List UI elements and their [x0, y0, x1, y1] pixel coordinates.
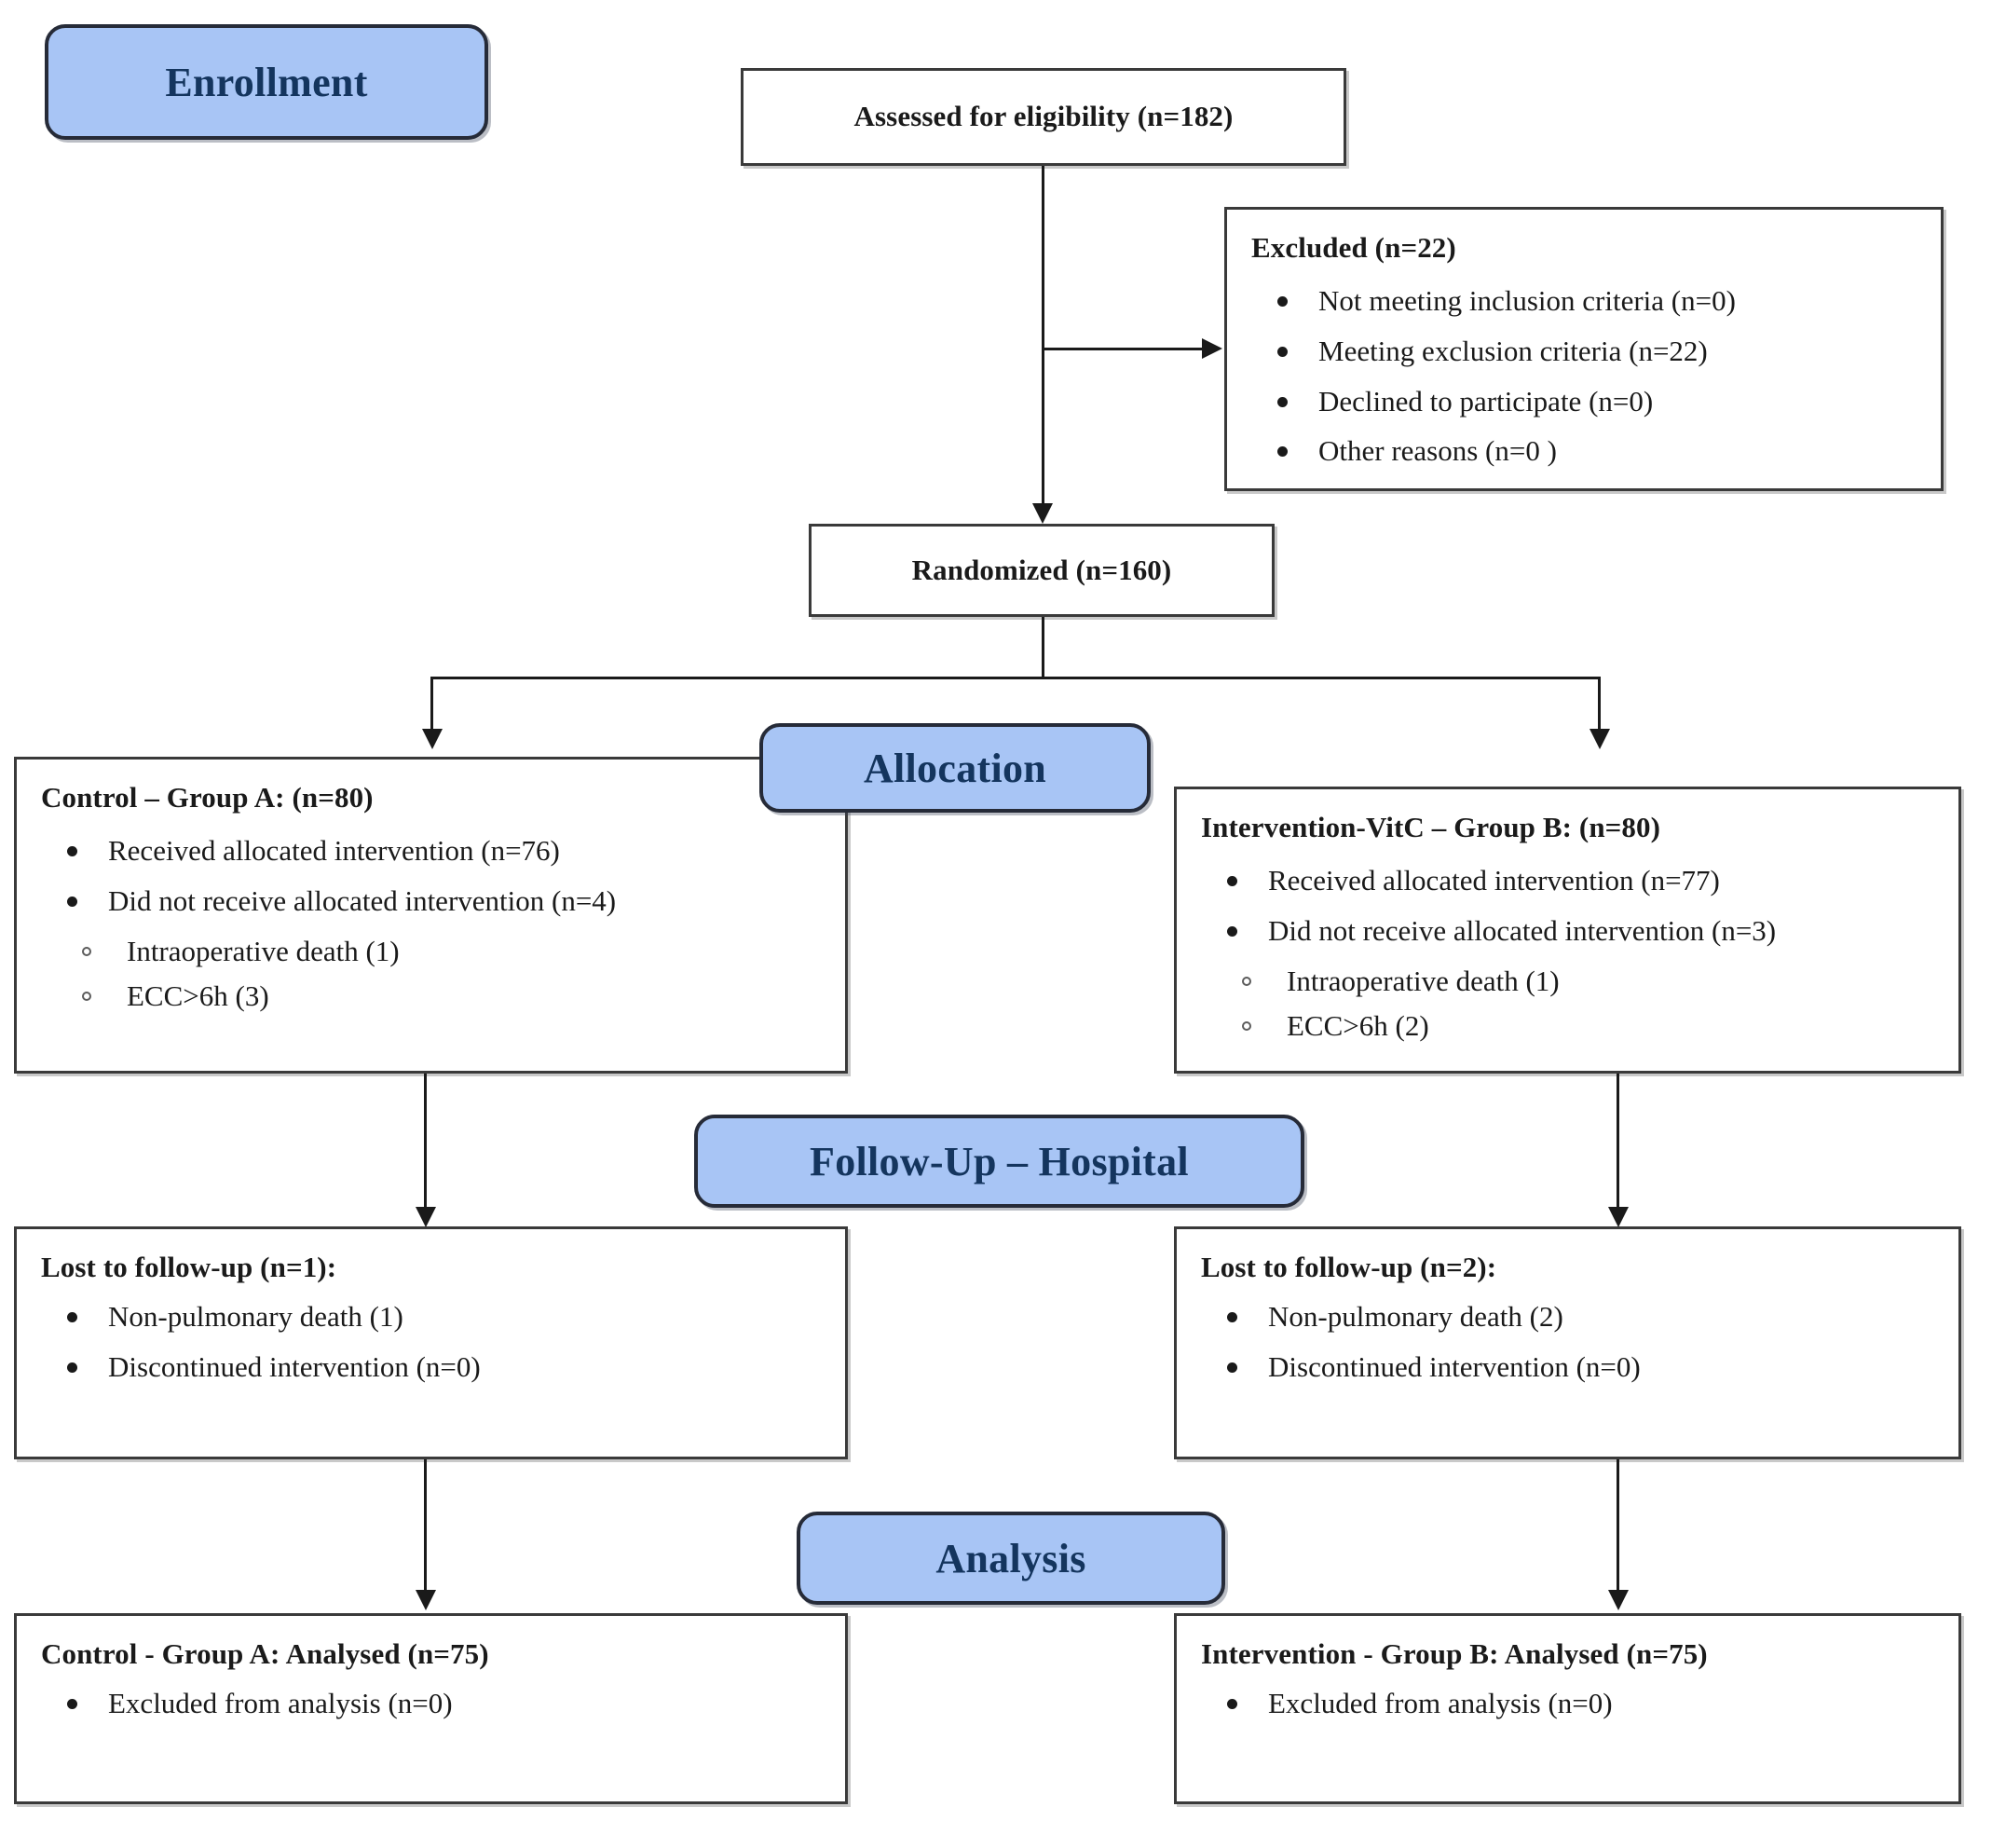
node-followup-control-group-a: Lost to follow-up (n=1): Non-pulmonary d…: [14, 1226, 848, 1459]
connector-allocation-left-drop: [430, 677, 433, 734]
connector-assessed-to-randomized: [1042, 166, 1044, 517]
node-analysis-intervention-list: Excluded from analysis (n=0): [1201, 1682, 1934, 1725]
arrow-into-alloc-left: [422, 729, 443, 749]
node-allocation-intervention-list: Received allocated intervention (n=77) D…: [1201, 859, 1934, 952]
node-followup-control-title: Lost to follow-up (n=1):: [41, 1251, 337, 1283]
node-analysis-control-list: Excluded from analysis (n=0): [41, 1682, 821, 1725]
node-allocation-control-group-a: Control – Group A: (n=80) Received alloc…: [14, 757, 848, 1074]
node-allocation-intervention-sublist: Intraoperative death (1) ECC>6h (2): [1201, 960, 1934, 1048]
arrow-into-randomized: [1032, 503, 1053, 524]
node-analysis-intervention-group-b: Intervention - Group B: Analysed (n=75) …: [1174, 1613, 1961, 1804]
node-analysis-control-title: Control - Group A: Analysed (n=75): [41, 1637, 489, 1670]
stage-badge-enrollment-label: Enrollment: [165, 59, 368, 105]
node-allocation-control-sublist: Intraoperative death (1) ECC>6h (3): [41, 930, 821, 1019]
arrow-into-alloc-right: [1590, 729, 1610, 749]
list-item: ECC>6h (2): [1201, 1005, 1934, 1048]
node-followup-control-list: Non-pulmonary death (1) Discontinued int…: [41, 1295, 821, 1389]
node-randomized-title: Randomized (n=160): [911, 553, 1172, 586]
node-assessed-for-eligibility: Assessed for eligibility (n=182): [741, 68, 1346, 166]
list-item: Excluded from analysis (n=0): [1201, 1682, 1934, 1725]
connector-alloc-right-to-followup: [1617, 1074, 1619, 1221]
node-allocation-intervention-group-b: Intervention-VitC – Group B: (n=80) Rece…: [1174, 787, 1961, 1074]
arrow-into-analysis-left: [416, 1590, 436, 1610]
list-item: Not meeting inclusion criteria (n=0): [1251, 280, 1917, 322]
arrow-into-followup-right: [1608, 1207, 1629, 1227]
connector-followup-left-to-analysis: [424, 1459, 427, 1604]
node-assessed-for-eligibility-title: Assessed for eligibility (n=182): [853, 100, 1234, 133]
list-item: Excluded from analysis (n=0): [41, 1682, 821, 1725]
node-followup-intervention-title: Lost to follow-up (n=2):: [1201, 1251, 1497, 1283]
connector-randomized-stem: [1042, 617, 1044, 678]
list-item: Non-pulmonary death (2): [1201, 1295, 1934, 1338]
list-item: Intraoperative death (1): [41, 930, 821, 974]
node-allocation-control-title: Control – Group A: (n=80): [41, 781, 374, 814]
node-allocation-intervention-title: Intervention-VitC – Group B: (n=80): [1201, 811, 1661, 843]
list-item: Non-pulmonary death (1): [41, 1295, 821, 1338]
list-item: ECC>6h (3): [41, 975, 821, 1019]
node-analysis-control-group-a: Control - Group A: Analysed (n=75) Exclu…: [14, 1613, 848, 1804]
list-item: Intraoperative death (1): [1201, 960, 1934, 1004]
stage-badge-analysis: Analysis: [797, 1512, 1225, 1605]
list-item: Discontinued intervention (n=0): [41, 1346, 821, 1389]
stage-badge-analysis-label: Analysis: [935, 1535, 1086, 1581]
connector-alloc-left-to-followup: [424, 1074, 427, 1221]
node-followup-intervention-group-b: Lost to follow-up (n=2): Non-pulmonary d…: [1174, 1226, 1961, 1459]
node-excluded: Excluded (n=22) Not meeting inclusion cr…: [1224, 207, 1944, 491]
list-item: Discontinued intervention (n=0): [1201, 1346, 1934, 1389]
connector-followup-right-to-analysis: [1617, 1459, 1619, 1604]
stage-badge-followup-label: Follow-Up – Hospital: [810, 1138, 1189, 1184]
node-excluded-title: Excluded (n=22): [1251, 231, 1456, 264]
arrow-into-followup-left: [416, 1207, 436, 1227]
list-item: Did not receive allocated intervention (…: [41, 880, 821, 923]
node-excluded-reason-list: Not meeting inclusion criteria (n=0) Mee…: [1251, 280, 1917, 473]
stage-badge-allocation-label: Allocation: [863, 745, 1047, 791]
stage-badge-followup: Follow-Up – Hospital: [694, 1115, 1304, 1208]
list-item: Meeting exclusion criteria (n=22): [1251, 330, 1917, 373]
list-item: Declined to participate (n=0): [1251, 380, 1917, 423]
node-allocation-control-list: Received allocated intervention (n=76) D…: [41, 829, 821, 923]
node-analysis-intervention-title: Intervention - Group B: Analysed (n=75): [1201, 1637, 1708, 1670]
arrow-into-excluded: [1202, 338, 1222, 359]
list-item: Did not receive allocated intervention (…: [1201, 910, 1934, 952]
stage-badge-enrollment: Enrollment: [45, 24, 488, 140]
list-item: Received allocated intervention (n=77): [1201, 859, 1934, 902]
connector-allocation-right-drop: [1598, 677, 1601, 734]
connector-assessed-to-excluded: [1042, 348, 1215, 350]
stage-badge-allocation: Allocation: [759, 723, 1151, 813]
node-randomized: Randomized (n=160): [809, 524, 1275, 617]
connector-allocation-split: [430, 677, 1601, 679]
list-item: Other reasons (n=0 ): [1251, 430, 1917, 472]
arrow-into-analysis-right: [1608, 1590, 1629, 1610]
node-followup-intervention-list: Non-pulmonary death (2) Discontinued int…: [1201, 1295, 1934, 1389]
list-item: Received allocated intervention (n=76): [41, 829, 821, 872]
